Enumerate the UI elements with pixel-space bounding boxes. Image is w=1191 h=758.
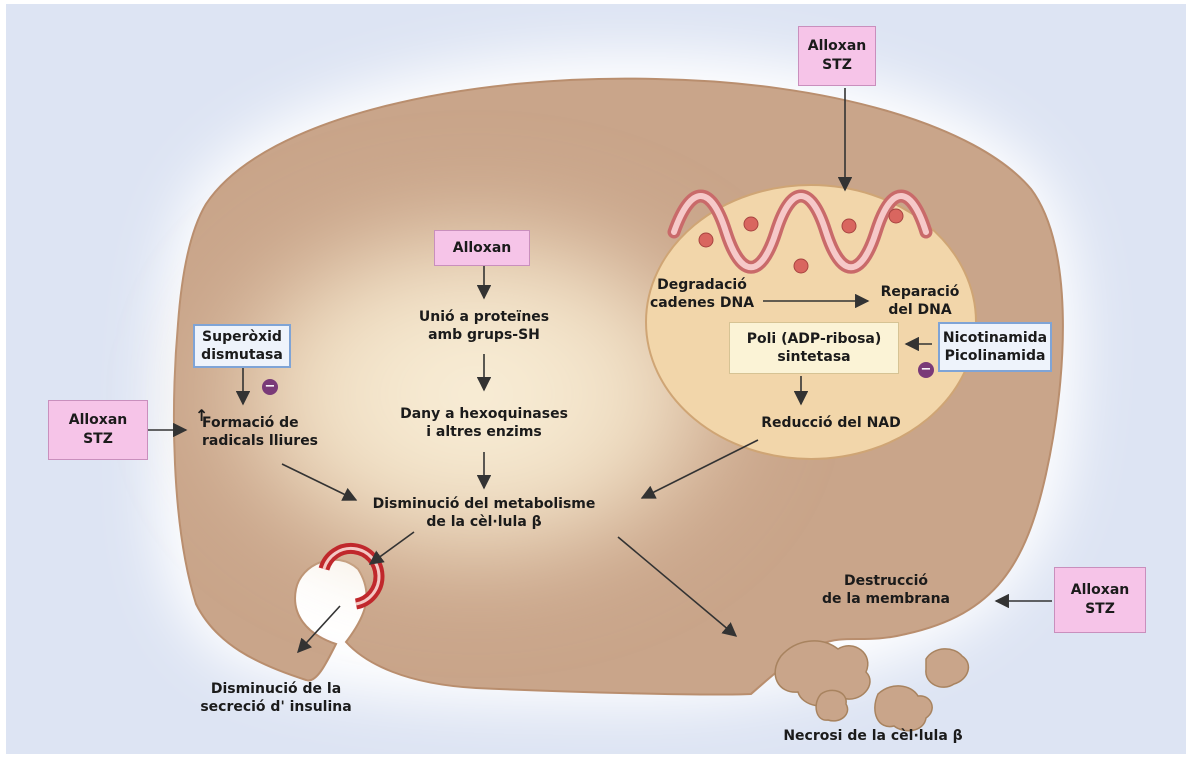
dany-hexoquinases-label: Dany a hexoquinases i altres enzims <box>384 405 584 441</box>
disminucio-metabolisme-label: Disminució del metabolisme de la cèl·lul… <box>364 495 604 531</box>
destruccio-membrana-label: Destrucció de la membrana <box>816 572 956 608</box>
reduccio-nad-label: Reducció del NAD <box>746 414 916 432</box>
inhibition-marker-nicotinamida: − <box>918 362 934 378</box>
poli-adp-ribosa-box: Poli (ADP-ribosa) sintetasa <box>729 322 899 374</box>
alloxan-stz-right-box: Alloxan STZ <box>1054 567 1146 633</box>
unio-proteines-label: Unió a proteïnes amb grups-SH <box>404 308 564 344</box>
nicotinamida-picolinamida-box: Nicotinamida Picolinamida <box>938 322 1052 372</box>
inhibition-marker-superoxid: − <box>262 379 278 395</box>
alloxan-stz-top-box: Alloxan STZ <box>798 26 876 86</box>
reparacio-dna-label: Reparació del DNA <box>870 283 970 319</box>
formacio-radicals-label: Formació de radicals lliures <box>202 414 322 450</box>
diagram-canvas: Alloxan STZ Alloxan Alloxan STZ Alloxan … <box>6 4 1186 754</box>
degradacio-dna-label: Degradació cadenes DNA <box>642 276 762 312</box>
alloxan-stz-left-box: Alloxan STZ <box>48 400 148 460</box>
superoxid-dismutasa-box: Superòxid dismutasa <box>193 324 291 368</box>
diagram-graphics <box>6 4 1186 754</box>
necrosi-label: Necrosi de la cèl·lula β <box>758 727 988 745</box>
alloxan-center-box: Alloxan <box>434 230 530 266</box>
disminucio-secrecio-label: Disminució de la secreció d' insulina <box>186 680 366 716</box>
